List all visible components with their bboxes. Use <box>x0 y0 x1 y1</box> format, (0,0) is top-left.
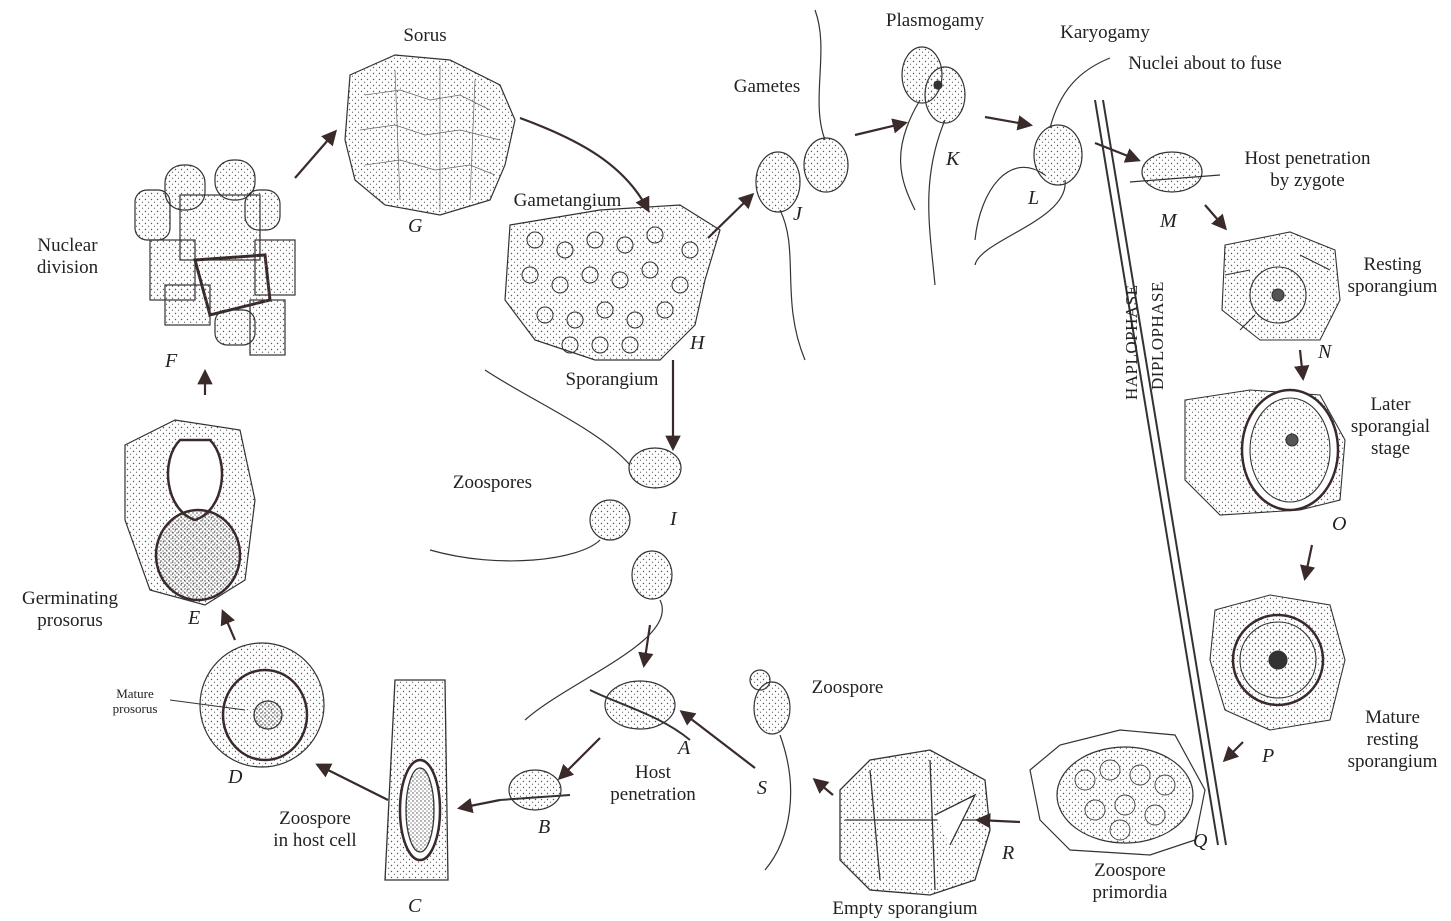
letter-o: O <box>1332 513 1346 536</box>
letter-e: E <box>188 607 200 630</box>
arrow-c-to-d <box>318 765 388 800</box>
sorus-illustration <box>345 55 515 215</box>
label-karyogamy: Karyogamy <box>1045 22 1165 44</box>
empty-sporangium-illustration <box>840 750 990 895</box>
nuclear-division-illustration <box>135 160 295 355</box>
mature-prosorus-illustration <box>200 643 324 767</box>
arrow-r-to-s <box>815 780 833 795</box>
host-penetration-illustration <box>590 681 690 740</box>
label-zoospores: Zoospores <box>440 472 545 494</box>
label-germinating-prosorus: Germinating prosorus <box>5 588 135 632</box>
germinating-prosorus-illustration <box>125 420 255 605</box>
letter-b: B <box>538 816 550 839</box>
label-haplophase: HAPLOPHASE <box>1122 284 1142 400</box>
arrow-n-to-o <box>1300 350 1303 378</box>
letter-k: K <box>946 148 959 171</box>
letter-n: N <box>1318 341 1331 364</box>
karyogamy-illustration <box>975 58 1110 265</box>
later-sporangial-illustration <box>1185 390 1345 515</box>
arrow-b-to-c <box>460 800 500 808</box>
arrow-f-to-g <box>295 132 335 178</box>
label-diplophase: DIPLOPHASE <box>1148 281 1168 390</box>
label-resting-sporangium: Resting sporangium <box>1340 254 1445 298</box>
mature-resting-sporangium-illustration <box>1210 595 1345 730</box>
arrow-i-to-a <box>644 625 650 665</box>
arrow-l-to-m <box>1095 143 1138 160</box>
arrow-h-to-j <box>708 195 752 238</box>
letter-s: S <box>757 777 767 800</box>
letter-p: P <box>1262 745 1274 768</box>
gametangium-illustration <box>505 205 720 360</box>
letter-m: M <box>1160 210 1177 233</box>
letter-a: A <box>678 737 690 760</box>
zoospore-primordia-illustration <box>1030 730 1205 855</box>
gametes-illustration <box>756 10 848 360</box>
zoospore-s-illustration <box>750 670 791 870</box>
arrow-a-to-b <box>560 738 600 778</box>
label-gametes: Gametes <box>722 76 812 98</box>
arrow-k-to-l <box>985 117 1030 125</box>
zoospores-illustration <box>430 370 681 720</box>
letter-g: G <box>408 215 422 238</box>
letter-i: I <box>670 508 677 531</box>
label-sorus: Sorus <box>390 25 460 47</box>
letter-l: L <box>1028 187 1039 210</box>
label-host-penetration-zygote: Host penetration by zygote <box>1220 148 1395 192</box>
label-zoospore-primordia: Zoospore primordia <box>1075 860 1185 904</box>
host-penetration-b-illustration <box>500 770 570 810</box>
arrow-o-to-p <box>1305 545 1312 578</box>
label-mature-prosorus: Mature prosorus <box>95 686 175 716</box>
letter-c: C <box>408 895 421 918</box>
label-zoospore: Zoospore <box>800 677 895 699</box>
arrow-p-to-q <box>1225 742 1243 760</box>
label-sporangium: Sporangium <box>552 369 672 391</box>
arrow-s-to-a <box>682 712 755 768</box>
label-zoospore-in-host-cell: Zoospore in host cell <box>255 808 375 852</box>
resting-sporangium-illustration <box>1222 232 1340 340</box>
letter-r: R <box>1002 842 1014 865</box>
zygote-penetration-illustration <box>1130 152 1220 192</box>
letter-j: J <box>793 203 802 226</box>
letter-f: F <box>165 350 177 373</box>
label-plasmogamy: Plasmogamy <box>870 10 1000 32</box>
label-empty-sporangium: Empty sporangium <box>815 898 995 920</box>
label-host-penetration: Host penetration <box>598 762 708 806</box>
arrow-j-to-k <box>855 123 905 135</box>
letter-h: H <box>690 332 704 355</box>
label-gametangium: Gametangium <box>495 190 640 212</box>
letter-d: D <box>228 766 242 789</box>
zoospore-host-cell-illustration <box>385 680 448 880</box>
letter-q: Q <box>1193 830 1207 853</box>
arrow-m-to-n <box>1205 205 1225 228</box>
label-nuclear-division: Nuclear division <box>20 235 115 279</box>
label-later-sporangial-stage: Later sporangial stage <box>1338 394 1443 460</box>
arrow-d-to-e <box>223 612 235 640</box>
label-nuclei-about-to-fuse: Nuclei about to fuse <box>1110 53 1300 75</box>
label-mature-resting-sporangium: Mature resting sporangium <box>1335 707 1450 773</box>
